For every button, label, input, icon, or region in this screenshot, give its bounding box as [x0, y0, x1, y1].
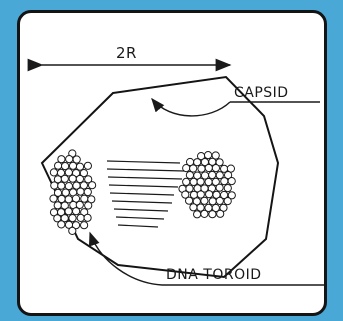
dna-circle — [186, 197, 193, 204]
dna-circle — [76, 175, 83, 182]
dna-circle — [73, 208, 80, 215]
dna-circle — [55, 162, 62, 169]
dna-circle — [51, 182, 58, 189]
dna-strands — [107, 161, 184, 227]
dna-circle — [205, 152, 212, 159]
dna-circle — [77, 214, 84, 221]
dna-circle — [84, 214, 91, 221]
dna-circle — [62, 189, 69, 196]
dna-circle — [183, 165, 190, 172]
dna-circle — [69, 162, 76, 169]
dna-circle — [190, 178, 197, 185]
dna-circle — [224, 185, 231, 192]
capsid-label: CAPSID — [234, 85, 289, 101]
dna-circle — [209, 198, 216, 205]
dna-circle — [201, 172, 208, 179]
dna-circle — [197, 178, 204, 185]
dna-circles-left — [50, 150, 96, 235]
dna-circle — [69, 215, 76, 222]
dna-circle — [216, 197, 223, 204]
dna-circle — [205, 164, 212, 171]
dna-circle — [81, 195, 88, 202]
dna-circle — [58, 221, 65, 228]
dna-circle — [66, 156, 73, 163]
dna-circle — [69, 175, 76, 182]
dna-circle — [212, 165, 219, 172]
dna-circle — [77, 188, 84, 195]
dna-circle — [190, 165, 197, 172]
dna-circle — [50, 169, 57, 176]
dna-circle — [76, 163, 83, 170]
dna-leader-line — [90, 233, 162, 285]
dna-circle — [221, 178, 228, 185]
dna-circle — [217, 210, 224, 217]
dna-circle — [84, 162, 91, 169]
dna-circle — [209, 211, 216, 218]
dna-circle — [209, 171, 216, 178]
dna-circle — [194, 211, 201, 218]
dna-circle — [201, 210, 208, 217]
dna-circle — [54, 202, 61, 209]
dna-circle — [183, 178, 190, 185]
dna-circle — [89, 182, 96, 189]
diagram-card: 2R CAPSID — [17, 10, 327, 316]
dna-circle — [228, 178, 235, 185]
dna-circles-right — [179, 152, 236, 218]
dna-circle — [61, 175, 68, 182]
capsid-diagram: 2R CAPSID — [20, 13, 327, 316]
dna-circle — [224, 198, 231, 205]
dna-circle — [58, 182, 65, 189]
dna-circle — [81, 222, 88, 229]
dna-label: DNA TOROID — [166, 267, 262, 283]
dna-circle — [206, 191, 213, 198]
dna-circle — [65, 208, 72, 215]
dna-circle — [216, 184, 223, 191]
dna-circle — [186, 172, 193, 179]
dna-circle — [84, 188, 91, 195]
dna-circle — [201, 197, 208, 204]
dna-circle — [69, 227, 76, 234]
dimension-label: 2R — [116, 44, 137, 62]
dna-circle — [50, 195, 57, 202]
capsid-leader-line — [152, 99, 230, 116]
dna-circle — [85, 202, 92, 209]
dna-circle — [198, 165, 205, 172]
dna-circle — [190, 204, 197, 211]
